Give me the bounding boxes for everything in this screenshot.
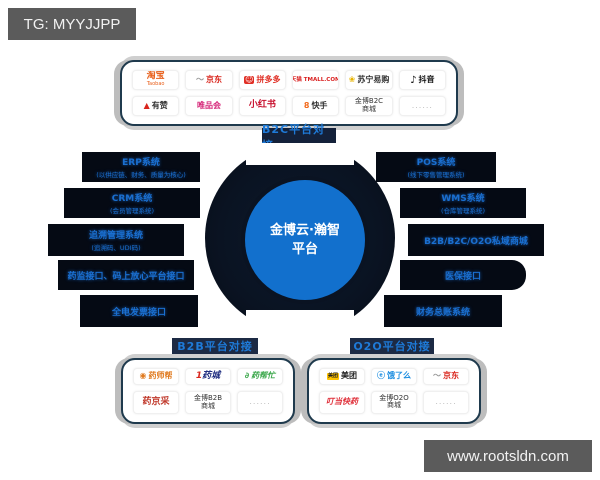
system-desc: (仓库管理系统) xyxy=(440,207,486,215)
center-platform-node: 金博云·瀚智 平台 xyxy=(245,180,365,300)
o2o-section-title: O2O平台对接 xyxy=(350,338,434,354)
douyin-note-icon: ♪ xyxy=(410,74,417,86)
system-desc: (追溯码、UDI码) xyxy=(91,244,141,252)
yaojingcai-label: 药京采 xyxy=(142,396,170,407)
jd-dog-icon: 〜 xyxy=(433,370,441,380)
system-name: 全电发票接口 xyxy=(111,307,166,318)
yiyaocheng-label: 1药城 xyxy=(195,370,221,381)
xiaohongshu-label: 小红书 xyxy=(248,100,276,111)
platform-tile-suning[interactable]: ❀ 苏宁易购 xyxy=(345,70,393,90)
platform-tile-more[interactable]: ...... xyxy=(237,391,283,414)
jd-label: 京东 xyxy=(205,74,222,84)
system-name: 药监接口、码上放心平台接口 xyxy=(67,271,185,282)
system-erp[interactable]: ERP系统 (以供应链、财务、质量为核心) xyxy=(82,152,200,182)
suning-label: 苏宁易购 xyxy=(357,74,390,84)
platform-tile-tmall[interactable]: 天猫 TMALL.COM xyxy=(291,70,340,90)
platform-tile-yaojingcai[interactable]: 药京采 xyxy=(133,391,179,414)
platform-tile-meituan[interactable]: 美团 美团 xyxy=(319,368,365,385)
platform-tile-jd-daojia[interactable]: 〜 京东 xyxy=(423,368,469,385)
system-name: ERP系统 xyxy=(122,158,160,168)
youzan-label: 有赞 xyxy=(151,100,168,110)
system-name: 财务总账系统 xyxy=(415,307,470,318)
o2o-platform-panel: 美团 美团 ⓔ 饿了么 〜 京东 叮当快药 金博O2O 商城 ...... xyxy=(307,358,481,424)
platform-tile-jinbo-b2c[interactable]: 金博B2C 商城 xyxy=(345,96,393,116)
platform-tile-pinduoduo[interactable]: ☺ 拼多多 xyxy=(238,70,286,90)
dingdang-label: 叮当快药 xyxy=(326,396,358,406)
yaoshibang-logo-icon: ◉ xyxy=(139,371,147,381)
vip-label: 唯品会 xyxy=(196,100,221,110)
platform-tile-vip[interactable]: 唯品会 xyxy=(185,96,233,116)
eleme-logo-icon: ⓔ xyxy=(377,370,385,380)
system-name: POS系统 xyxy=(416,158,456,168)
system-medical-insurance-interface[interactable]: 医保接口 xyxy=(400,260,526,290)
system-name: WMS系统 xyxy=(441,194,485,204)
platform-tile-jinbo-b2b[interactable]: 金博B2B 商城 xyxy=(185,391,231,414)
platform-tile-jd[interactable]: 〜 京东 xyxy=(185,70,233,90)
b2c-platform-panel: 淘宝 Taobao 〜 京东 ☺ 拼多多 天猫 TMALL.COM ❀ 苏宁易购… xyxy=(120,60,458,126)
system-desc: (线下零售管理系统) xyxy=(407,171,465,179)
jd-label: 京东 xyxy=(443,370,459,380)
eleme-label: 饿了么 xyxy=(387,370,411,380)
jd-dog-icon: 〜 xyxy=(195,74,204,84)
b2b-section-title: B2B平台对接 xyxy=(172,338,258,354)
platform-tile-yaoshibang[interactable]: ◉ 药师帮 xyxy=(133,368,179,386)
platform-tile-youzan[interactable]: ▲ 有赞 xyxy=(132,96,180,116)
halo-top-cut xyxy=(246,143,354,165)
yaobangmang-label: 药帮忙 xyxy=(251,371,276,381)
system-name: CRM系统 xyxy=(111,194,153,204)
douyin-label: 抖音 xyxy=(418,74,435,84)
system-general-ledger[interactable]: 财务总账系统 xyxy=(384,295,502,327)
halo-bottom-cut xyxy=(246,310,354,334)
meituan-label: 美团 xyxy=(341,370,357,380)
watermark-top: TG: MYYJJPP xyxy=(8,8,136,40)
system-drug-supervision-interface[interactable]: 药监接口、码上放心平台接口 xyxy=(58,260,194,290)
system-desc: (会员管理系统) xyxy=(109,207,155,215)
platform-tile-yaobangmang[interactable]: ∂ 药帮忙 xyxy=(237,368,283,386)
taobao-logo-icon: 淘宝 xyxy=(146,71,165,82)
system-name: B2B/B2C/O2O私域商城 xyxy=(424,236,528,247)
youzan-thumb-icon: ▲ xyxy=(143,100,150,110)
system-name: 医保接口 xyxy=(444,271,481,282)
pinduoduo-logo-icon: ☺ xyxy=(244,74,255,85)
platform-tile-eleme[interactable]: ⓔ 饿了么 xyxy=(371,368,417,385)
platform-tile-more[interactable]: ...... xyxy=(398,96,446,116)
yaobangmang-logo-icon: ∂ xyxy=(244,371,250,381)
platform-tile-kuaishou[interactable]: 8 快手 xyxy=(291,96,340,116)
center-title-line1: 金博云·瀚智 xyxy=(270,222,340,238)
system-crm[interactable]: CRM系统 (会员管理系统) xyxy=(64,188,200,218)
system-traceability[interactable]: 追溯管理系统 (追溯码、UDI码) xyxy=(48,224,184,256)
system-pos[interactable]: POS系统 (线下零售管理系统) xyxy=(376,152,496,182)
pinduoduo-label: 拼多多 xyxy=(256,74,281,84)
platform-tile-jinbo-o2o[interactable]: 金博O2O 商城 xyxy=(371,390,417,414)
platform-tile-1yaocheng[interactable]: 1药城 xyxy=(185,368,231,386)
platform-tile-douyin[interactable]: ♪ 抖音 xyxy=(398,70,446,90)
system-e-invoice-interface[interactable]: 全电发票接口 xyxy=(80,295,198,327)
system-wms[interactable]: WMS系统 (仓库管理系统) xyxy=(400,188,526,218)
suning-logo-icon: ❀ xyxy=(348,74,356,84)
system-desc: (以供应链、财务、质量为核心) xyxy=(96,171,186,179)
kuaishou-label: 快手 xyxy=(311,100,328,110)
meituan-logo-icon: 美团 xyxy=(326,372,339,381)
tmall-logo-icon: 天猫 TMALL.COM xyxy=(291,76,340,83)
yaoshibang-label: 药师帮 xyxy=(148,371,173,381)
system-private-mall[interactable]: B2B/B2C/O2O私域商城 xyxy=(408,224,544,256)
platform-tile-dingdang[interactable]: 叮当快药 xyxy=(319,390,365,414)
watermark-bottom: www.rootsldn.com xyxy=(424,440,592,472)
system-name: 追溯管理系统 xyxy=(88,231,143,241)
b2b-platform-panel: ◉ 药师帮 1药城 ∂ 药帮忙 药京采 金博B2B 商城 ...... xyxy=(121,358,295,424)
platform-tile-more[interactable]: ...... xyxy=(423,390,469,414)
platform-tile-xiaohongshu[interactable]: 小红书 xyxy=(238,96,286,116)
kuaishou-logo-icon: 8 xyxy=(303,100,310,110)
taobao-sub: Taobao xyxy=(146,81,165,88)
platform-tile-taobao[interactable]: 淘宝 Taobao xyxy=(132,70,180,90)
center-title-line2: 平台 xyxy=(291,242,318,257)
